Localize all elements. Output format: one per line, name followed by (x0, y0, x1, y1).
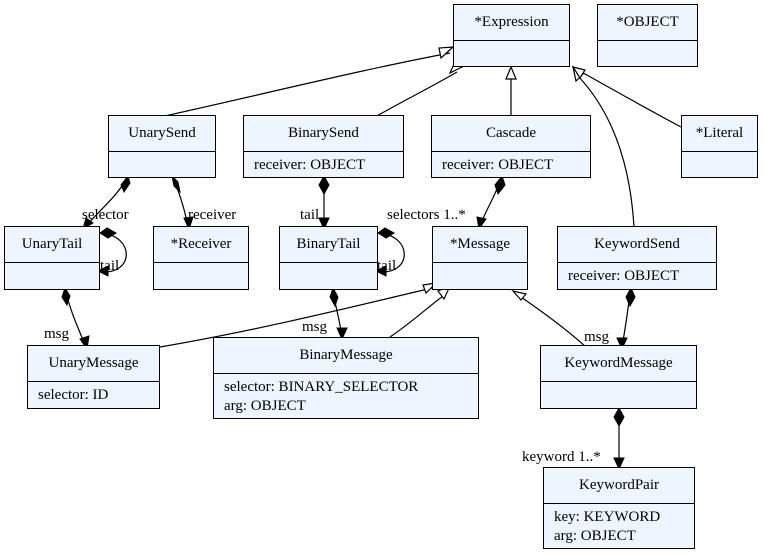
class-unary-send: UnarySend (108, 115, 216, 178)
diamond-binarytail-self (377, 227, 395, 239)
edge-label-receiver: receiver (188, 207, 237, 223)
class-name: *Expression (474, 14, 549, 30)
edge-label-binary-tail-in: tail (300, 207, 320, 223)
edge-label-unary-msg: msg (44, 326, 70, 342)
class-attributes (682, 151, 757, 183)
edge-label-binary-tail-self: tail (377, 258, 397, 274)
class-name: BinaryMessage (299, 347, 393, 363)
edge-literal-extends-expression (577, 69, 682, 128)
class-keyword-message: KeywordMessage (540, 345, 697, 409)
edge-label-unary-tail-self: tail (100, 258, 120, 274)
class-binary-tail: BinaryTail (279, 226, 378, 290)
attribute: selector: ID (38, 387, 109, 403)
class-cascade: Cascade receiver: OBJECT (431, 115, 591, 178)
edge-label-selector: selector (82, 207, 129, 223)
class-name: *Message (450, 236, 510, 252)
arrowhead-cascade (505, 65, 517, 80)
diamond-keywordsend-msg (625, 286, 636, 308)
class-name: BinarySend (288, 125, 359, 141)
arrow-unarytail-self (96, 265, 109, 277)
class-name: KeywordSend (594, 236, 680, 252)
edge-unarysend-extends-expression (159, 52, 451, 118)
edge-label-selectors: selectors 1..* (387, 207, 466, 223)
edge-unarymessage-extends-message (159, 287, 433, 348)
class-unary-tail: UnaryTail (4, 226, 100, 290)
class-attributes (154, 262, 248, 294)
class-attributes (598, 40, 697, 72)
class-attributes: key: KEYWORD arg: OBJECT (544, 503, 694, 546)
attribute: key: KEYWORD (554, 509, 661, 525)
arrowhead-literal (571, 66, 586, 80)
edge-label-keyword: keyword 1..* (522, 449, 601, 465)
class-object: *OBJECT (597, 4, 698, 67)
arrow-binarytail-self (374, 265, 387, 277)
class-message: *Message (432, 226, 528, 290)
edge-keywordmessage-extends-message (517, 294, 587, 348)
attribute: receiver: OBJECT (568, 268, 680, 284)
edge-binarymessage-extends-message (389, 293, 447, 338)
class-name: UnaryTail (21, 236, 83, 252)
arrowhead-keywordmessage (511, 289, 528, 301)
class-keyword-pair: KeywordPair key: KEYWORD arg: OBJECT (543, 467, 695, 549)
arrow-keywordpair (613, 457, 625, 471)
class-attributes (109, 151, 215, 183)
class-name: KeywordPair (579, 477, 659, 493)
class-binary-message: BinaryMessage selector: BINARY_SELECTOR … (213, 337, 479, 419)
arrow-binarymessage (336, 327, 348, 341)
arrow-binarytail (318, 217, 330, 231)
class-literal: *Literal (681, 115, 758, 178)
arrow-keywordmessage (616, 337, 628, 351)
class-name: UnarySend (128, 125, 196, 141)
diamond-unarysend-receiver (171, 174, 181, 194)
diamond-cascade-selectors (494, 174, 506, 196)
edge-label-keyword-msg: msg (584, 329, 610, 345)
class-receiver: *Receiver (153, 226, 249, 290)
diamond-binarytail-msg (329, 286, 339, 308)
class-attributes (454, 40, 569, 72)
class-attributes (541, 381, 696, 413)
class-name: UnaryMessage (48, 355, 139, 371)
diamond-unarytail-msg (61, 286, 71, 307)
class-attributes: selector: ID (28, 381, 159, 405)
arrowhead-unarysend (438, 46, 455, 60)
class-attributes: selector: BINARY_SELECTOR arg: OBJECT (214, 373, 478, 416)
edge-binarysend-extends-expression (374, 71, 458, 118)
diamond-binarysend-tail (318, 174, 330, 196)
edge-label-binary-msg: msg (302, 319, 328, 335)
class-keyword-send: KeywordSend receiver: OBJECT (557, 226, 717, 290)
arrow-receiver (183, 216, 194, 231)
class-name: *OBJECT (616, 14, 679, 30)
class-name: Cascade (486, 125, 536, 141)
attribute: arg: OBJECT (554, 528, 636, 544)
diamond-unarysend-selector (120, 174, 131, 194)
class-name: KeywordMessage (564, 355, 673, 371)
attribute: arg: OBJECT (224, 398, 306, 414)
diamond-unarytail-self (99, 227, 117, 239)
class-attributes (280, 262, 377, 294)
class-name: BinaryTail (296, 236, 361, 252)
class-attributes: receiver: OBJECT (558, 262, 716, 286)
class-name: *Receiver (170, 236, 232, 252)
class-expression: *Expression (453, 4, 570, 67)
class-binary-send: BinarySend receiver: OBJECT (243, 115, 404, 178)
attribute: receiver: OBJECT (254, 157, 366, 173)
attribute: receiver: OBJECT (442, 157, 554, 173)
class-attributes (5, 262, 99, 294)
attribute: selector: BINARY_SELECTOR (224, 379, 419, 395)
class-attributes (433, 262, 527, 294)
class-unary-message: UnaryMessage selector: ID (27, 345, 160, 409)
edge-keywordsend-extends-expression (577, 75, 635, 228)
diamond-keywordmessage-keyword (613, 406, 625, 428)
class-attributes: receiver: OBJECT (244, 151, 403, 175)
class-name: *Literal (695, 125, 744, 141)
class-attributes: receiver: OBJECT (432, 151, 590, 175)
